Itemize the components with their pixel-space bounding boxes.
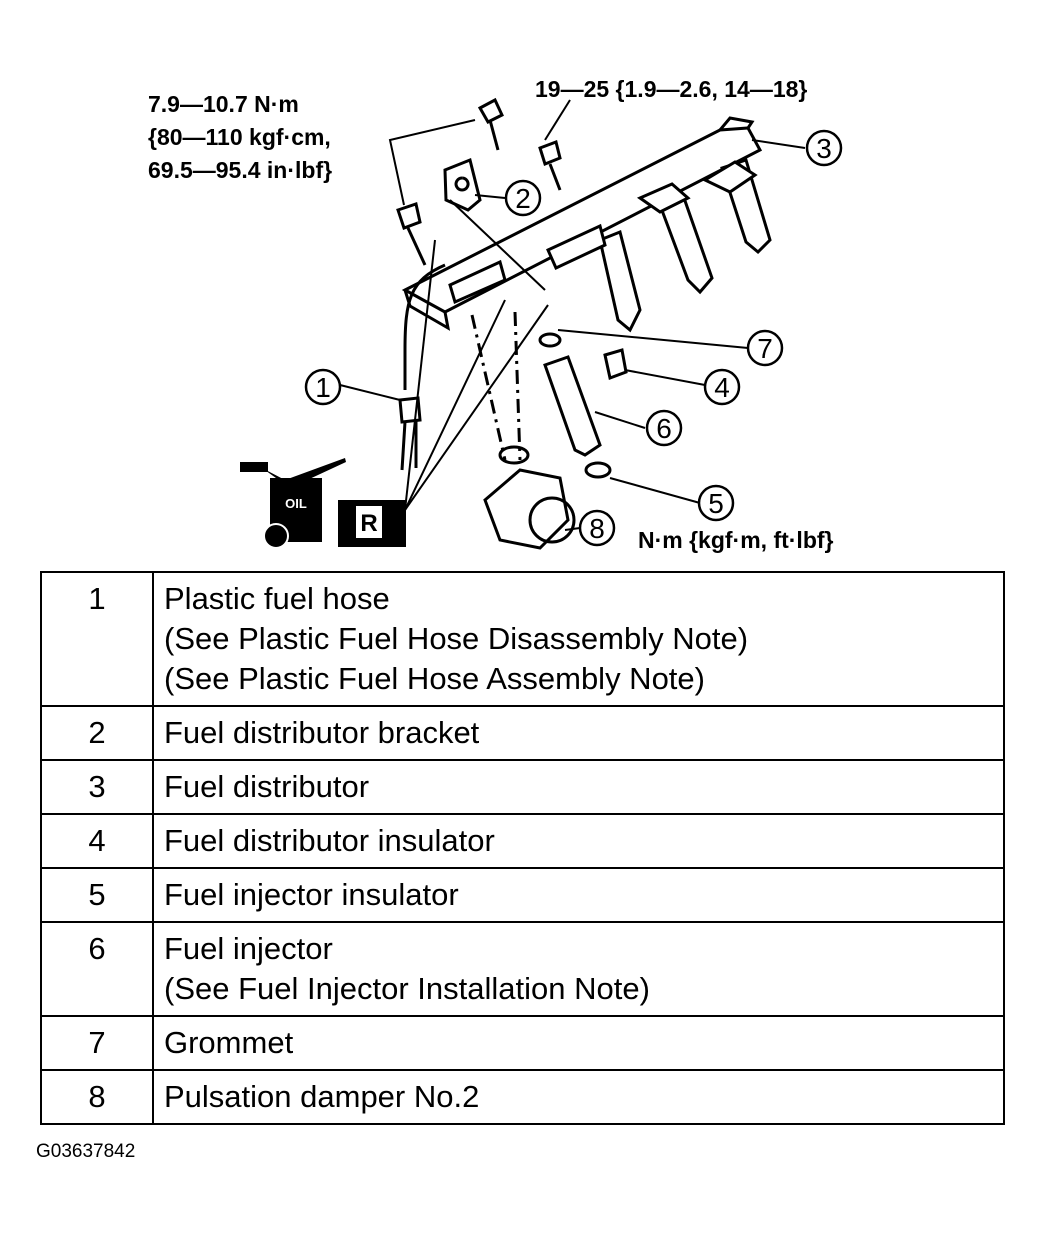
part-number: 4: [40, 813, 154, 869]
part-description: Fuel distributor: [152, 759, 1005, 815]
part-note: (See Plastic Fuel Hose Assembly Note): [164, 661, 705, 696]
part-name: Plastic fuel hose: [164, 581, 390, 616]
callout-3: 3: [805, 129, 843, 167]
part-description: Pulsation damper No.2: [152, 1069, 1005, 1125]
table-row: 1 Plastic fuel hose (See Plastic Fuel Hose…: [40, 571, 1005, 707]
callout-6: 6: [645, 409, 683, 447]
torque-spec-line-3: 69.5—95.4 in·lbf}: [148, 157, 332, 183]
part-number: 7: [40, 1015, 154, 1071]
part-number: 3: [40, 759, 154, 815]
part-description: Plastic fuel hose (See Plastic Fuel Hose …: [152, 571, 1005, 707]
svg-text:3: 3: [816, 133, 832, 164]
part-description: Grommet: [152, 1015, 1005, 1071]
figure-code: G03637842: [36, 1141, 136, 1162]
part-name: Fuel distributor bracket: [164, 715, 480, 750]
part-note: (See Fuel Injector Installation Note): [164, 971, 650, 1006]
svg-text:2: 2: [515, 183, 531, 214]
svg-text:1: 1: [315, 372, 331, 403]
svg-text:R: R: [360, 510, 377, 537]
svg-text:8: 8: [589, 513, 605, 544]
callout-2: 2: [504, 179, 542, 217]
exploded-view-diagram: 7.9—10.7 N·m {80—110 kgf·cm, 69.5—95.4 i…: [148, 76, 843, 553]
svg-text:6: 6: [656, 413, 672, 444]
callout-5: 5: [697, 484, 735, 522]
callout-7: 7: [746, 329, 784, 367]
part-name: Grommet: [164, 1025, 294, 1060]
units-note: N·m {kgf·m, ft·lbf}: [638, 527, 834, 553]
callout-1: 1: [304, 368, 342, 406]
table-row: 7 Grommet: [40, 1015, 1005, 1071]
part-number: 1: [40, 571, 154, 707]
svg-text:4: 4: [714, 372, 730, 403]
callout-8: 8: [578, 509, 616, 547]
part-note: (See Plastic Fuel Hose Disassembly Note): [164, 621, 749, 656]
svg-text:5: 5: [708, 488, 724, 519]
torque-spec-line-1: 7.9—10.7 N·m: [148, 91, 299, 117]
part-number: 5: [40, 867, 154, 923]
torque-spec-top: 19—25 {1.9—2.6, 14—18}: [535, 76, 807, 102]
fuel-rail-assembly-drawing: [339, 97, 806, 550]
oil-can-icon: OIL: [240, 458, 346, 549]
svg-text:7: 7: [757, 333, 773, 364]
part-name: Fuel injector insulator: [164, 877, 459, 912]
part-number: 8: [40, 1069, 154, 1125]
part-description: Fuel distributor bracket: [152, 705, 1005, 761]
table-row: 8 Pulsation damper No.2: [40, 1069, 1005, 1125]
parts-table: 1 Plastic fuel hose (See Plastic Fuel Hose…: [40, 571, 1005, 1125]
part-description: Fuel distributor insulator: [152, 813, 1005, 869]
table-row: 4 Fuel distributor insulator: [40, 813, 1005, 869]
table-row: 5 Fuel injector insulator: [40, 867, 1005, 923]
callout-4: 4: [703, 368, 741, 406]
table-row: 2 Fuel distributor bracket: [40, 705, 1005, 761]
part-name: Fuel distributor insulator: [164, 823, 495, 858]
torque-spec-line-2: {80—110 kgf·cm,: [148, 124, 331, 150]
part-name: Pulsation damper No.2: [164, 1079, 480, 1114]
part-name: Fuel distributor: [164, 769, 370, 804]
svg-text:OIL: OIL: [285, 496, 307, 511]
part-description: Fuel injector insulator: [152, 867, 1005, 923]
part-number: 2: [40, 705, 154, 761]
table-row: 6 Fuel injector (See Fuel Injector Install…: [40, 921, 1005, 1017]
part-number: 6: [40, 921, 154, 1017]
replace-part-icon: R: [338, 500, 406, 547]
part-description: Fuel injector (See Fuel Injector Installa…: [152, 921, 1005, 1017]
table-row: 3 Fuel distributor: [40, 759, 1005, 815]
part-name: Fuel injector: [164, 931, 333, 966]
